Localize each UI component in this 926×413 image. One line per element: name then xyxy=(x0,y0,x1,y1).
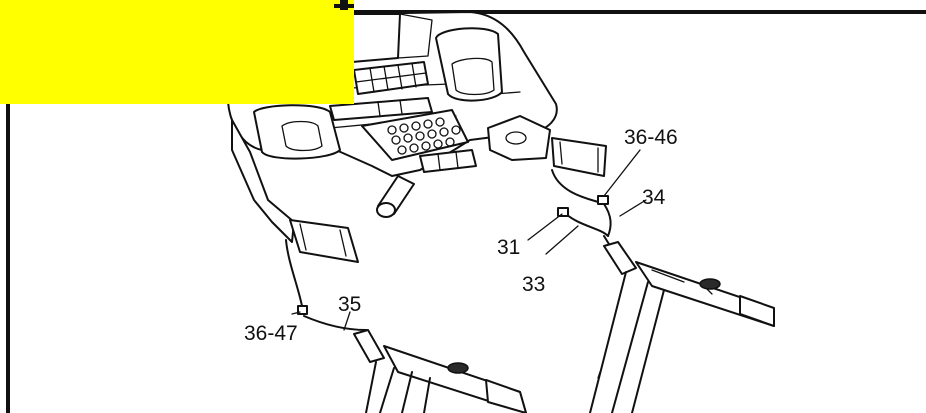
connector-36-47 xyxy=(297,305,308,315)
right-sensor-grip xyxy=(487,115,551,161)
right-cup-holder xyxy=(435,27,503,102)
right-handlebar-cap xyxy=(551,137,607,177)
left-handlebar-cap xyxy=(289,219,359,263)
callout-31: 31 xyxy=(497,236,520,259)
callout-36-47: 36-47 xyxy=(244,322,298,345)
connector-36-46 xyxy=(597,195,609,205)
display-screen xyxy=(351,13,433,63)
right-upright-post xyxy=(589,241,775,413)
handlebar-knob xyxy=(376,175,415,218)
lower-console-buttons xyxy=(419,149,477,173)
top-keypad xyxy=(353,61,429,95)
control-strip xyxy=(329,97,433,121)
left-upright-post xyxy=(353,329,527,413)
callout-33: 33 xyxy=(522,273,545,296)
button-keypad xyxy=(361,109,469,161)
callout-36-46: 36-46 xyxy=(624,126,678,149)
left-cup-holder xyxy=(253,104,341,160)
yellow-banner xyxy=(0,0,354,104)
callout-35: 35 xyxy=(338,293,361,316)
left-handlebar xyxy=(231,119,295,243)
leader-lines xyxy=(291,149,647,331)
callout-34: 34 xyxy=(642,186,666,209)
connector-31 xyxy=(557,207,569,217)
